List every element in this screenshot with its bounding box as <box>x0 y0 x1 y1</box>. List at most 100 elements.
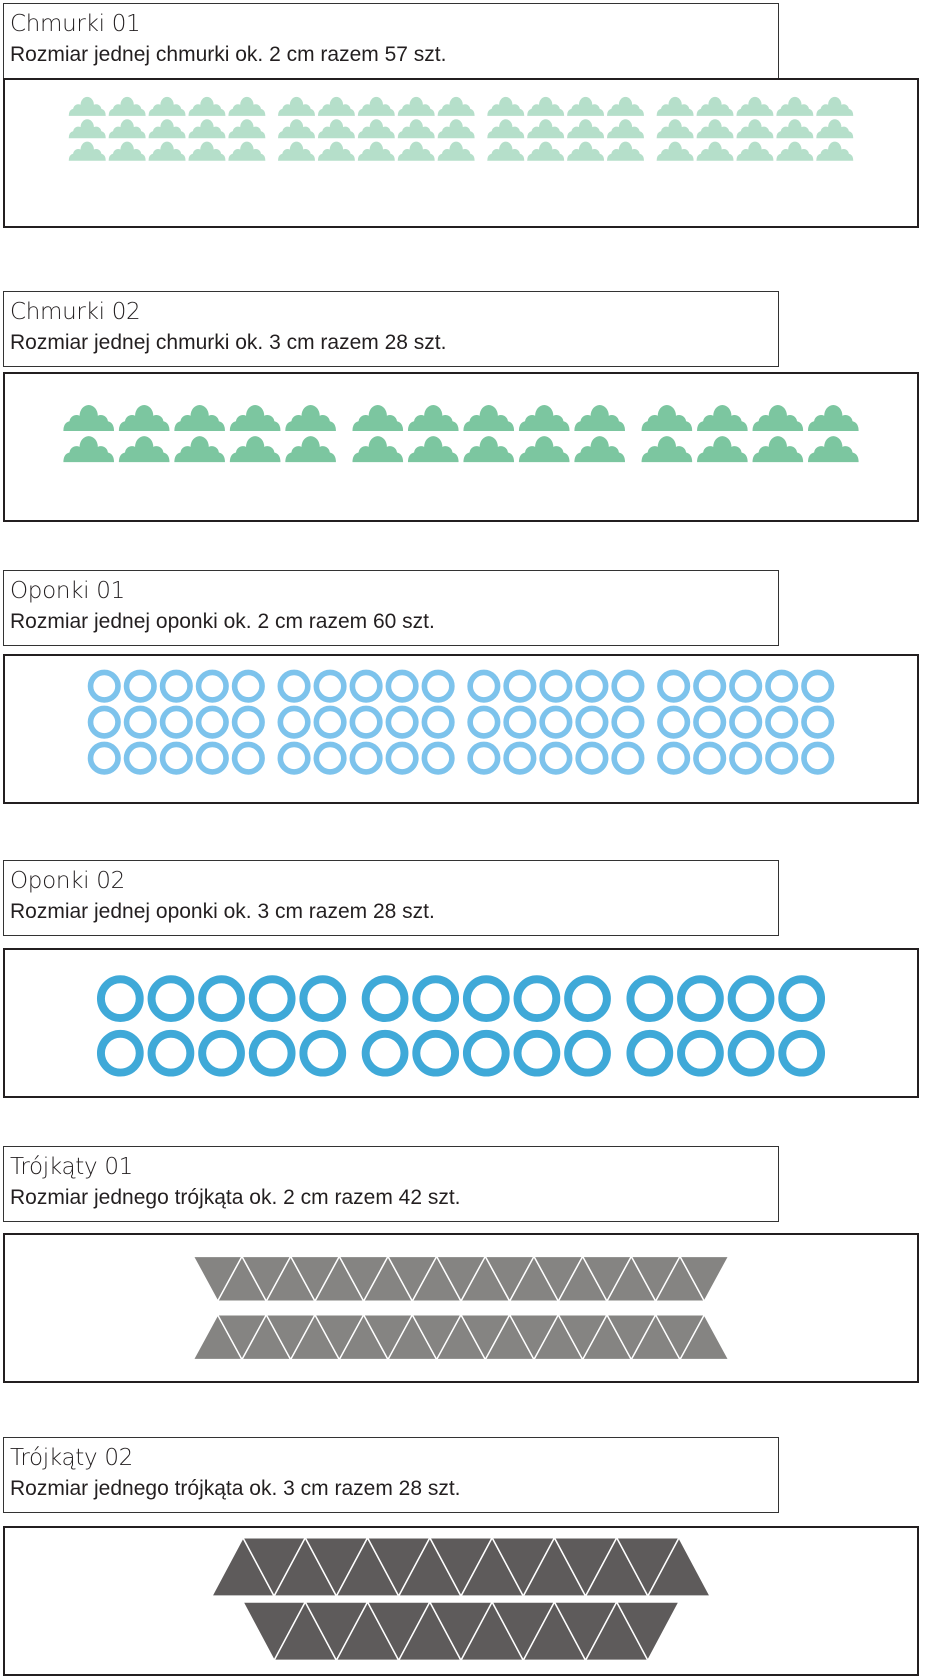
label-box: Chmurki 01 Rozmiar jednej chmurki ok. 2 … <box>3 3 779 79</box>
cloud-sticker <box>574 436 626 463</box>
cloud-sticker <box>118 405 170 432</box>
cloud-sticker <box>357 141 395 161</box>
ring-sticker <box>361 975 409 1023</box>
ring-sticker <box>195 669 229 703</box>
cloud-sticker <box>487 141 525 161</box>
ring-sticker <box>421 669 455 703</box>
ring-sticker <box>299 1029 347 1077</box>
ring-sticker <box>729 669 763 703</box>
cloud-sticker <box>487 119 525 139</box>
ring-sticker <box>539 705 573 739</box>
ring-sticker <box>231 705 265 739</box>
triangle-sticker <box>679 1255 730 1302</box>
cloud-sticker <box>697 405 748 432</box>
ring-sticker <box>195 741 229 775</box>
ring-sticker <box>611 669 645 703</box>
label-box: Trójkąty 01 Rozmiar jednego trójkąta ok.… <box>3 1146 779 1222</box>
cloud-sticker <box>352 405 404 432</box>
ring-sticker <box>349 741 383 775</box>
cloud-sticker <box>752 405 804 432</box>
ring-sticker <box>677 1029 724 1077</box>
ring-sticker <box>231 669 265 703</box>
ring-sticker <box>727 975 775 1023</box>
ring-sticker <box>159 669 193 703</box>
cloud-sticker <box>816 96 854 116</box>
ring-sticker <box>313 669 347 703</box>
ring-sticker <box>727 1029 775 1077</box>
section-description: Rozmiar jednej oponki ok. 3 cm razem 28 … <box>10 900 435 923</box>
section-title: Chmurki 02 <box>10 299 141 325</box>
cloud-sticker <box>285 436 336 463</box>
cloud-sticker <box>148 96 186 116</box>
label-box: Trójkąty 02 Rozmiar jednego trójkąta ok.… <box>3 1437 779 1513</box>
ring-sticker <box>159 705 193 739</box>
ring-sticker <box>361 1029 409 1077</box>
ring-sticker <box>147 1029 195 1077</box>
ring-sticker <box>277 741 311 775</box>
cloud-sticker <box>656 141 694 161</box>
cloud-sticker <box>68 141 106 161</box>
cloud-sticker <box>437 119 475 139</box>
ring-sticker <box>412 975 460 1023</box>
cloud-sticker <box>188 141 226 161</box>
ring-sticker <box>765 705 799 739</box>
ring-sticker <box>729 705 763 739</box>
ring-sticker <box>677 975 724 1023</box>
ring-sticker <box>626 975 674 1023</box>
cloud-sticker <box>278 96 315 116</box>
cloud-sticker <box>776 96 814 116</box>
cloud-sticker <box>752 436 804 463</box>
sticker-sheet <box>3 654 919 804</box>
sticker-sheet <box>3 1526 919 1676</box>
ring-sticker <box>87 705 121 739</box>
ring-sticker <box>313 705 347 739</box>
cloud-sticker <box>567 119 605 139</box>
cloud-sticker <box>229 405 281 432</box>
cloud-sticker <box>518 436 570 463</box>
cloud-sticker <box>696 141 734 161</box>
ring-sticker <box>539 741 573 775</box>
triangle-sticker <box>679 1314 730 1361</box>
cloud-sticker <box>317 119 355 139</box>
label-box: Chmurki 02 Rozmiar jednej chmurki ok. 3 … <box>3 291 779 367</box>
cloud-sticker <box>736 96 774 116</box>
cloud-sticker <box>816 119 854 139</box>
ring-sticker <box>801 705 835 739</box>
sticker-sheet <box>3 78 919 228</box>
ring-sticker <box>693 705 727 739</box>
ring-sticker <box>87 741 121 775</box>
section-title: Trójkąty 02 <box>10 1445 133 1471</box>
ring-sticker <box>96 1029 144 1077</box>
ring-sticker <box>385 669 419 703</box>
cloud-sticker <box>567 141 605 161</box>
cloud-sticker <box>357 96 395 116</box>
cloud-sticker <box>463 436 515 463</box>
ring-sticker <box>611 741 645 775</box>
ring-sticker <box>313 741 347 775</box>
ring-sticker <box>539 669 573 703</box>
ring-sticker <box>765 669 799 703</box>
cloud-sticker <box>148 141 186 161</box>
ring-sticker <box>657 741 691 775</box>
cloud-sticker <box>278 141 315 161</box>
cloud-sticker <box>437 141 475 161</box>
ring-sticker <box>421 705 455 739</box>
ring-sticker <box>299 975 347 1023</box>
cloud-sticker <box>463 405 515 432</box>
ring-sticker <box>277 705 311 739</box>
section-description: Rozmiar jednej chmurki ok. 3 cm razem 28… <box>10 331 447 354</box>
ring-sticker <box>801 669 835 703</box>
ring-sticker <box>87 669 121 703</box>
ring-sticker <box>513 1029 561 1077</box>
sticker-sheet <box>3 948 919 1098</box>
ring-sticker <box>778 1029 826 1077</box>
section-description: Rozmiar jednej oponki ok. 2 cm razem 60 … <box>10 610 435 633</box>
cloud-sticker <box>696 119 734 139</box>
ring-sticker <box>564 1029 611 1077</box>
cloud-sticker <box>397 96 435 116</box>
section-description: Rozmiar jednego trójkąta ok. 3 cm razem … <box>10 1477 461 1500</box>
ring-sticker <box>412 1029 460 1077</box>
section-title: Trójkąty 01 <box>10 1154 133 1180</box>
cloud-sticker <box>736 119 774 139</box>
ring-sticker <box>467 741 501 775</box>
